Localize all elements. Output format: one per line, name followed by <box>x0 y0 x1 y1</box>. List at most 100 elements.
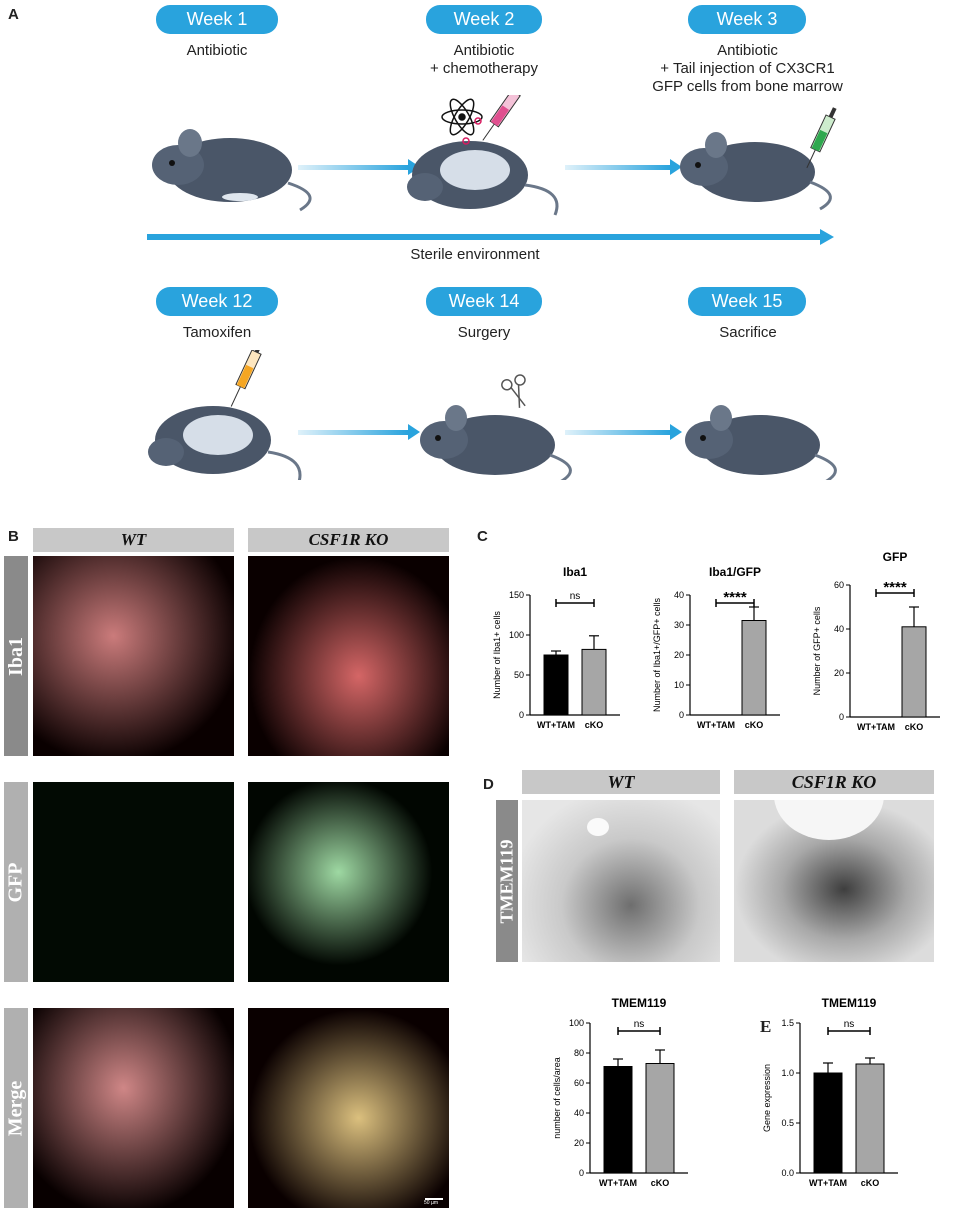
step-text-line: GFP cells from bone marrow <box>652 78 843 95</box>
chart-title: GFP <box>883 550 908 564</box>
y-tick-label: 1.5 <box>781 1018 794 1028</box>
row-label-iba1: Iba1 <box>4 556 28 756</box>
x-tick-label: WT+TAM <box>599 1178 637 1188</box>
y-tick-label: 0 <box>679 710 684 720</box>
y-tick-label: 0 <box>839 712 844 722</box>
chemotherapy-atom-icon <box>441 98 483 145</box>
mouse-icon <box>152 129 312 212</box>
week-14-pill: Week 14 <box>426 287 542 316</box>
week-3-pill: Week 3 <box>688 5 806 34</box>
x-tick-label: WT+TAM <box>697 720 735 730</box>
week-2-pill: Week 2 <box>426 5 542 34</box>
panel-label-e: E <box>760 1017 772 1036</box>
row-label-text: TMEM119 <box>496 839 517 923</box>
y-tick-label: 150 <box>509 590 524 600</box>
significance-label: ns <box>844 1019 855 1030</box>
bar <box>741 620 767 716</box>
chart-title: TMEM119 <box>822 996 877 1010</box>
micrograph-wt-merge <box>33 1008 234 1208</box>
step-text-line: Antibiotic <box>453 42 515 59</box>
micrograph-wt-tmem119 <box>522 800 720 962</box>
panel-label-d: D <box>483 776 494 793</box>
bar <box>603 1066 633 1174</box>
timeline-bottom-illustrations <box>148 350 837 480</box>
bar <box>645 1063 675 1174</box>
panel-label-b: B <box>8 528 19 545</box>
y-tick-label: 60 <box>574 1078 584 1088</box>
mouse-on-back-icon <box>407 141 559 216</box>
vessel-lumen <box>587 818 609 836</box>
y-tick-label: 0.5 <box>781 1118 794 1128</box>
y-tick-label: 0 <box>579 1168 584 1178</box>
week-15-pill: Week 15 <box>688 287 806 316</box>
micrograph-ko-iba1 <box>248 556 449 756</box>
micrograph-ko-gfp <box>248 782 449 982</box>
syringe-green-icon <box>806 107 837 169</box>
step-text-line: Surgery <box>457 324 511 341</box>
tissue-notch <box>774 800 884 840</box>
step-text-line: + chemotherapy <box>430 60 538 77</box>
week-3-text: Antibiotic + Tail injection of CX3CR1 GF… <box>640 42 855 96</box>
x-tick-label: cKO <box>745 720 764 730</box>
column-header-csf1r-ko: CSF1R KO <box>734 770 934 794</box>
mouse-icon <box>680 132 832 211</box>
row-label-merge: Merge <box>4 1008 28 1208</box>
step-text-line: Antibiotic <box>186 42 248 59</box>
column-header-wt: WT <box>522 770 720 794</box>
bar <box>901 626 927 718</box>
y-tick-label: 30 <box>674 620 684 630</box>
micrograph-wt-iba1 <box>33 556 234 756</box>
week-15-text: Sacrifice <box>668 324 828 342</box>
y-axis-label: Number of Iba1+ cells <box>492 611 502 699</box>
row-label-text: GFP <box>4 862 27 902</box>
scale-bar <box>425 1198 443 1200</box>
mouse-on-back-icon <box>148 406 302 480</box>
chart-title: Iba1 <box>563 565 587 579</box>
y-tick-label: 20 <box>674 650 684 660</box>
y-tick-label: 10 <box>674 680 684 690</box>
significance-label: **** <box>883 579 907 596</box>
x-tick-label: WT+TAM <box>537 720 575 730</box>
arrow-head-icon <box>670 424 682 440</box>
scissors-icon <box>501 374 526 408</box>
bar <box>581 648 607 716</box>
panel-label-a: A <box>8 6 19 23</box>
week-1-text: Antibiotic <box>137 42 297 60</box>
y-tick-label: 100 <box>509 630 524 640</box>
y-tick-label: 40 <box>674 590 684 600</box>
y-tick-label: 20 <box>574 1138 584 1148</box>
step-text-line: Sacrifice <box>719 324 777 341</box>
y-tick-label: 0 <box>519 710 524 720</box>
y-axis-label: Number of GFP+ cells <box>812 606 822 695</box>
arrow-icon <box>298 165 408 170</box>
significance-label: ns <box>570 591 581 602</box>
row-label-text: Iba1 <box>4 636 27 676</box>
x-tick-label: WT+TAM <box>857 722 895 732</box>
row-label-gfp: GFP <box>4 782 28 982</box>
sterile-environment-label: Sterile environment <box>410 246 540 263</box>
column-header-wt: WT <box>33 528 234 552</box>
bar <box>855 1063 885 1174</box>
bar <box>813 1072 843 1174</box>
step-text-line: Tamoxifen <box>182 324 252 341</box>
syringe-orange-icon <box>230 350 263 407</box>
week-1-pill: Week 1 <box>156 5 278 34</box>
arrow-icon <box>298 430 408 435</box>
step-text-line: + Tail injection of CX3CR1 <box>660 60 835 77</box>
y-tick-label: 40 <box>574 1108 584 1118</box>
week-14-text: Surgery <box>404 324 564 342</box>
bar <box>543 654 569 716</box>
timeline-top-illustrations <box>152 95 837 216</box>
y-tick-label: 60 <box>834 580 844 590</box>
arrow-icon <box>565 430 670 435</box>
x-tick-label: WT+TAM <box>809 1178 847 1188</box>
y-tick-label: 40 <box>834 624 844 634</box>
row-label-text: Merge <box>4 1080 27 1136</box>
y-tick-label: 50 <box>514 670 524 680</box>
significance-label: **** <box>723 589 747 606</box>
week-12-text: Tamoxifen <box>137 324 297 342</box>
